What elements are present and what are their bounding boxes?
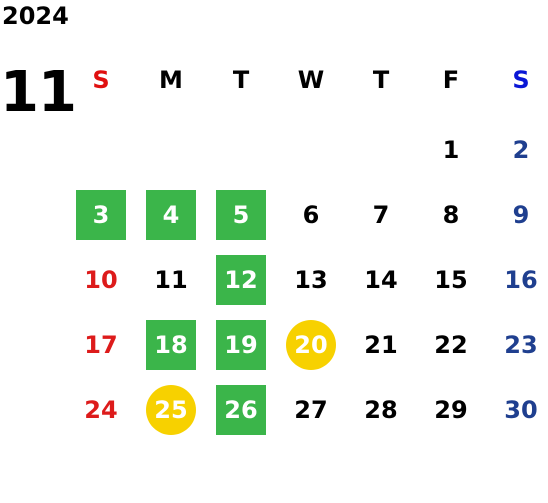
year-label: 2024: [2, 2, 69, 30]
weekday-header: S: [512, 66, 530, 94]
month-label: 11: [0, 60, 77, 125]
day-cell: 11: [154, 266, 188, 294]
weekday-header: S: [92, 66, 110, 94]
day-cell: 7: [372, 201, 390, 229]
day-cell: 14: [364, 266, 398, 294]
day-cell: 12: [216, 255, 266, 305]
day-cell: 10: [84, 266, 118, 294]
day-cell: 16: [504, 266, 538, 294]
day-cell: 25: [146, 385, 196, 435]
weekday-header: W: [297, 66, 325, 94]
day-cell: 18: [146, 320, 196, 370]
day-cell: 26: [216, 385, 266, 435]
day-cell: 8: [442, 201, 460, 229]
day-cell: 28: [364, 396, 398, 424]
weekday-header: T: [232, 66, 250, 94]
day-cell: 5: [216, 190, 266, 240]
day-cell: 1: [442, 136, 460, 164]
day-cell: 20: [286, 320, 336, 370]
day-cell: 2: [512, 136, 530, 164]
weekday-header: M: [159, 66, 183, 94]
day-cell: 17: [84, 331, 118, 359]
day-cell: 24: [84, 396, 118, 424]
day-cell: 21: [364, 331, 398, 359]
day-cell: 4: [146, 190, 196, 240]
day-cell: 30: [504, 396, 538, 424]
day-cell: 27: [294, 396, 328, 424]
day-cell: 19: [216, 320, 266, 370]
weekday-header: T: [372, 66, 390, 94]
day-cell: 6: [302, 201, 320, 229]
day-cell: 23: [504, 331, 538, 359]
day-cell: 22: [434, 331, 468, 359]
day-cell: 3: [76, 190, 126, 240]
day-cell: 29: [434, 396, 468, 424]
day-cell: 13: [294, 266, 328, 294]
day-cell: 15: [434, 266, 468, 294]
weekday-header: F: [442, 66, 460, 94]
day-cell: 9: [512, 201, 530, 229]
